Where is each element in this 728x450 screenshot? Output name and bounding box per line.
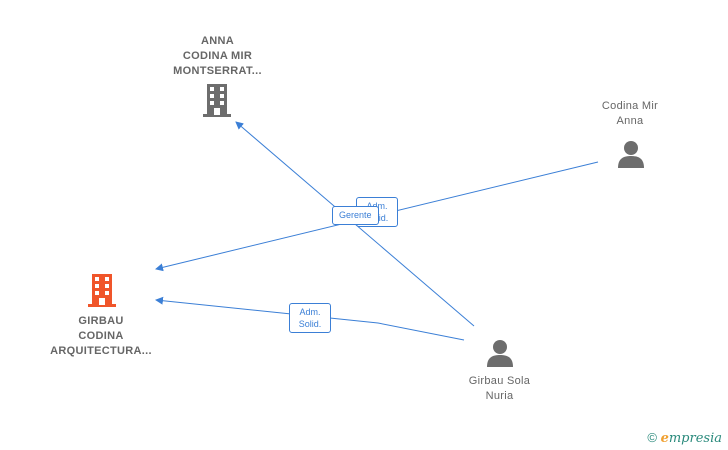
empresia-logo: © empresia [647,430,722,446]
edge-girbau-person-to-girbau-company [155,296,465,341]
edge-label-adm-solid[interactable]: Adm. Solid. [289,303,331,333]
building-icon[interactable] [87,273,117,307]
edge-label-gerente[interactable]: Gerente [332,206,379,225]
person-icon[interactable] [616,139,646,169]
person-icon[interactable] [485,338,515,368]
copyright-symbol: © [647,430,657,445]
building-icon[interactable] [202,83,232,117]
person-label-codina-mir-anna[interactable]: Codina Mir Anna [601,100,659,127]
brand-initial: e [660,431,669,446]
brand-name: mpresia [668,431,722,446]
person-label-girbau-sola-nuria[interactable]: Girbau Sola Nuria [468,375,531,402]
company-label-anna-codina[interactable]: ANNA CODINA MIR MONTSERRAT... [173,35,262,77]
company-label-girbau-codina[interactable]: GIRBAU CODINA ARQUITECTURA... [50,315,152,357]
